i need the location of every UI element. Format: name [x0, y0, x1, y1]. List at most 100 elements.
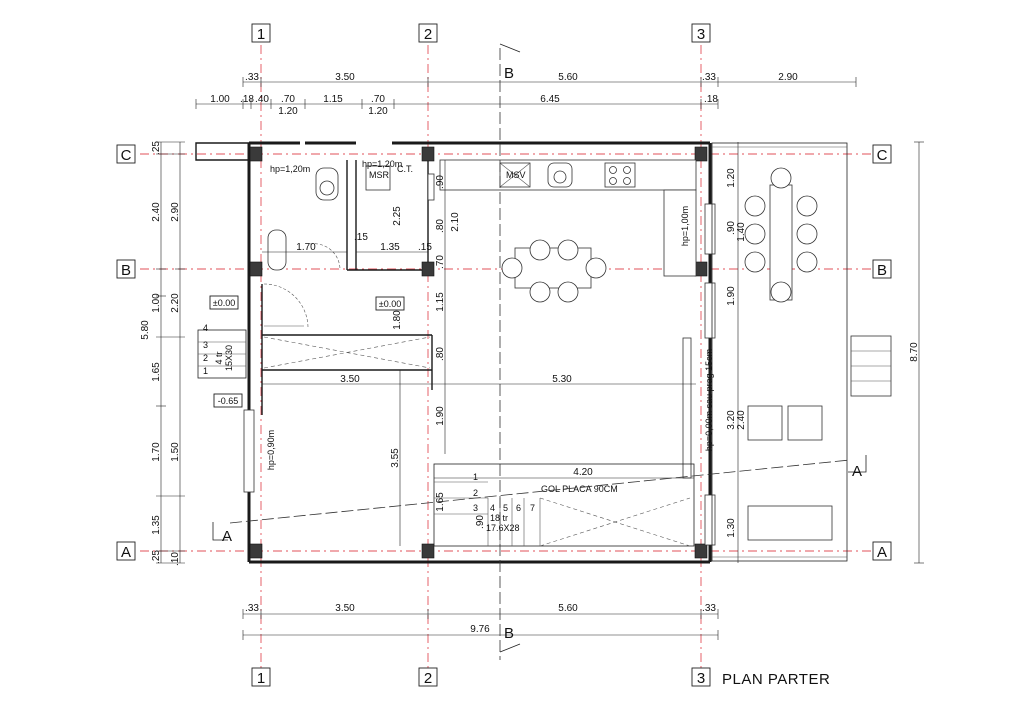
section-a-left-label: A — [222, 528, 232, 545]
section-a-right-label: A — [852, 463, 862, 480]
dim-int-18: .90 — [475, 515, 486, 529]
dim-int-1: .80 — [435, 219, 446, 233]
dim-int-0: .90 — [435, 175, 446, 189]
section-b-top-label: B — [504, 65, 514, 82]
dim-left-7: .25 — [151, 550, 162, 564]
dim-top2-6: 6.45 — [540, 94, 560, 105]
note-hp-left: hp=1,20m — [270, 164, 310, 174]
dim-int-11: .80 — [435, 347, 446, 361]
dim-left-inner-2: 1.50 — [170, 442, 181, 462]
dishwasher-x2 — [499, 162, 531, 188]
annex-outline-top — [195, 142, 249, 161]
dim-int-10: 1.80 — [392, 310, 403, 330]
cooktop — [604, 162, 636, 188]
axis-label-3-bottom: 3 — [697, 670, 705, 687]
dim-top2-3: .70 — [281, 94, 295, 105]
stair-void-x2 — [539, 497, 691, 547]
label-gol-placa: GOL PLACA 90CM — [541, 484, 618, 494]
burner-3 — [609, 177, 617, 185]
note-hp-090: hp=0,90m — [266, 430, 276, 470]
level-box-lower — [213, 393, 243, 408]
outdoor-chair-l1 — [744, 195, 766, 217]
window-east-2 — [704, 282, 716, 339]
wall-shelf — [682, 337, 692, 479]
door-swing-entry — [263, 283, 309, 329]
dim-top1-1: 3.50 — [335, 72, 355, 83]
dim-top3-1: 1.20 — [368, 106, 388, 117]
burner-1 — [609, 166, 617, 174]
dim-top1-0: .33 — [245, 72, 259, 83]
dim-left-6: 1.35 — [151, 515, 162, 535]
main-step-4: 4 — [490, 503, 495, 513]
axis-box-a-right — [872, 541, 892, 561]
entry-step-num-2: 2 — [203, 353, 208, 363]
storage-x2 — [263, 336, 431, 369]
dim-bottom1-1: 3.50 — [335, 603, 355, 614]
dim-right-total: 8.70 — [909, 342, 920, 362]
living-area: hp=0,00m sau prag 15cm hp=0,90m 1 2 3 4 … — [229, 336, 851, 547]
label-msr: MSR — [369, 170, 390, 180]
kitchen: MSV hp=1,00m ±0.00 — [375, 159, 697, 311]
dim-top2-0: 1.00 — [210, 94, 230, 105]
outdoor-sofa — [747, 505, 833, 541]
dim-ticks-top-2 — [195, 99, 719, 109]
dim-int-14: 1.90 — [435, 406, 446, 426]
column-a2 — [421, 543, 435, 559]
outdoor-chair-r3 — [796, 251, 818, 273]
column-b2 — [421, 261, 435, 277]
bath-area: hp=1,20m hp=1,20m MSR C.T. *** — [263, 159, 463, 329]
column-c3 — [694, 146, 708, 162]
axis-box-c-left — [116, 144, 136, 164]
dim-top1-3: .33 — [702, 72, 716, 83]
kitchen-sink-bowl — [553, 170, 567, 184]
tech-cabinet — [427, 173, 435, 201]
kitchen-counter-side — [663, 189, 697, 277]
outdoor-chair-bottom — [770, 281, 792, 303]
interior-dimensions: .90 .80 2.10 2.25 .15 1.70 1.35 .15 .70 … — [262, 160, 696, 546]
dim-int-17: 1.65 — [435, 492, 446, 512]
dim-bottom1-2: 5.60 — [558, 603, 578, 614]
outdoor-armchair-1 — [747, 405, 783, 441]
note-hp-000: hp=0,00m sau prag 15cm — [704, 349, 714, 451]
column-b3 — [694, 261, 708, 277]
axis-box-b-left — [116, 259, 136, 279]
axis-box-1-top — [251, 23, 271, 43]
dim-right-inner-3: 3.20 — [726, 410, 737, 430]
washing-machine — [365, 165, 391, 191]
note-hp-bath: hp=1,20m — [362, 159, 402, 169]
main-step-2: 2 — [473, 488, 478, 498]
dim-int-5: 1.70 — [296, 242, 316, 253]
outdoor-chair-top — [770, 167, 792, 189]
dim-top2-4: 1.15 — [323, 94, 343, 105]
dim-left-inner-0: 2.90 — [170, 202, 181, 222]
right-dimensions: 8.70 1.20 1.40 1.90 3.20 1.30 .90 2.40 — [726, 141, 924, 564]
dim-top1-2: 5.60 — [558, 72, 578, 83]
section-b-bottom-arrow — [499, 643, 521, 653]
section-b: B B — [499, 43, 521, 660]
burner-2 — [623, 166, 631, 174]
dim-int-2: 2.10 — [450, 212, 461, 232]
main-stair-outline — [433, 463, 695, 547]
level-box-entry — [209, 295, 239, 310]
dim-top3-0: 1.20 — [278, 106, 298, 117]
column-a1 — [249, 543, 263, 559]
axis-label-b-left: B — [121, 262, 131, 279]
note-hp-100: hp=1,00m — [680, 206, 690, 246]
dim-left-inner-3: .10 — [170, 552, 181, 566]
door-swing-bath — [309, 243, 341, 271]
axis-box-c-right — [872, 144, 892, 164]
section-b-top-arrow — [499, 43, 521, 53]
window-east-1 — [704, 203, 716, 255]
bottom-dimensions: .33 3.50 5.60 .33 9.76 — [242, 603, 719, 640]
dim-bottom1-3: .33 — [702, 603, 716, 614]
entry-stair-info-a: 4 tr — [214, 351, 224, 364]
axis-labels: 1 2 3 1 2 3 C B A C B A — [116, 23, 892, 687]
dim-top2-1: .18 — [240, 94, 254, 105]
dim-right-inner-2: 1.90 — [726, 286, 737, 306]
axis-label-1-top: 1 — [257, 26, 265, 43]
dining-chair-r — [585, 257, 607, 279]
axis-box-1-bottom — [251, 667, 271, 687]
column-c2 — [421, 146, 435, 162]
dim-top2-7: .18 — [704, 94, 718, 105]
